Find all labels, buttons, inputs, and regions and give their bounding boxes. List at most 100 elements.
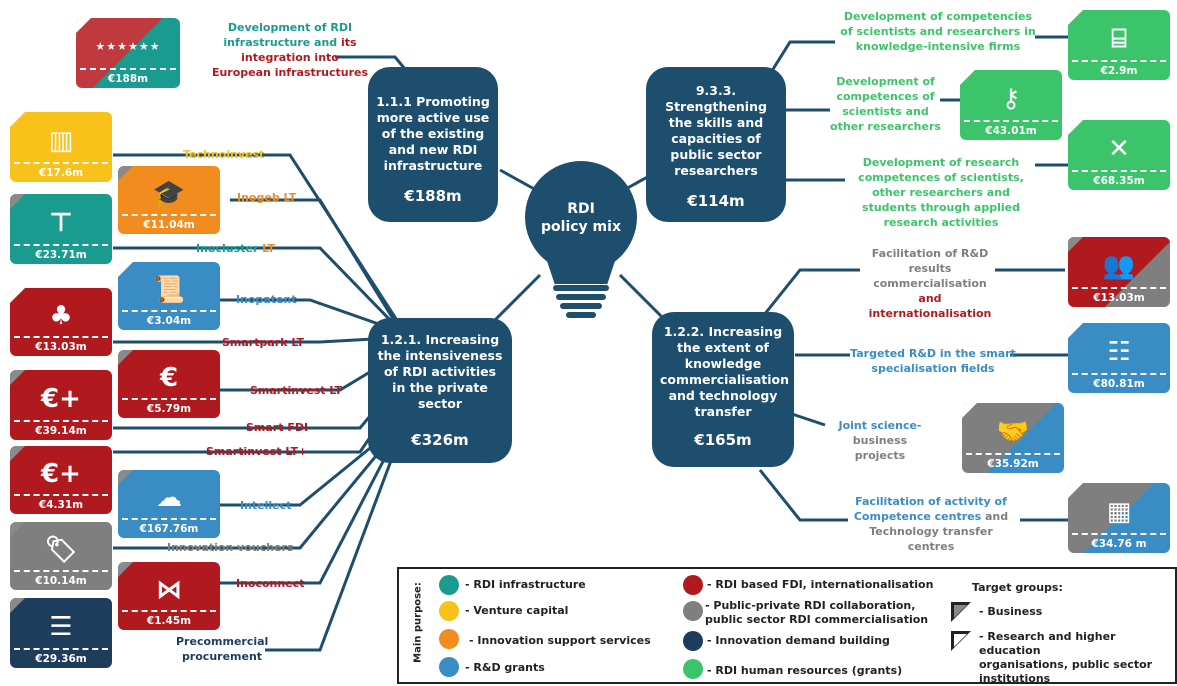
label-technoinvest: Technoinvest [183, 148, 265, 161]
business-corner [10, 194, 25, 209]
label-inogeb: Inogeb LT [237, 191, 297, 204]
card-amount: €43.01m [985, 125, 1037, 137]
label-part: internationalisation [868, 307, 992, 320]
card-rdi-infrastructure: ★★★★★★ €188m [76, 18, 180, 88]
legend-dot-fdi [683, 575, 703, 595]
card-amount: €10.14m [35, 575, 87, 587]
legend-dot-demand [683, 631, 703, 651]
card-amount: €167.76m [139, 523, 199, 535]
research-corner [1068, 483, 1083, 498]
business-corner [118, 562, 133, 577]
label-part: integration into European [211, 51, 339, 79]
card-r3: ✕ €68.35m [1068, 120, 1170, 190]
hub-title: 1.2.1. Increasing the intensiveness of R… [377, 332, 503, 411]
research-corner [960, 70, 975, 85]
label-smartinvest-plus: Smartinvest LT+ [206, 445, 308, 458]
business-corner [10, 370, 25, 385]
card-smartinvest-plus: €+ €4.31m [10, 446, 112, 514]
document-list-icon: ☷ [1107, 336, 1131, 367]
hub-amount: €326m [411, 431, 469, 449]
card-technoinvest: ▥ €17.6m [10, 112, 112, 182]
graduation-cap-icon: 🎓 [152, 178, 186, 209]
label-part: LT [262, 242, 275, 255]
research-corner [76, 18, 91, 33]
legend-research-a: - Research and higher education [979, 630, 1116, 657]
money-bag-plus-icon: €+ [41, 458, 81, 489]
label-inocluster: Inocluster LT [196, 241, 275, 256]
legend-support: - Innovation support services [469, 634, 651, 647]
card-smartfdi: €+ €39.14m [10, 370, 112, 440]
legend-research-b: organisations, public sector [979, 658, 1153, 671]
card-amount: €17.6m [38, 167, 84, 179]
hub-amount: €188m [404, 187, 462, 205]
label-part: and [918, 292, 942, 305]
lightbulb-icon [525, 161, 637, 318]
legend-dot-venture [439, 601, 459, 621]
scroll-icon: 📜 [152, 274, 186, 305]
label-smartfdi: Smart FDI [246, 421, 309, 434]
hub-9-3-3: 9.3.3. Strengthening the skills and capa… [646, 67, 786, 222]
eu-stars-icon: ★★★★★★ [95, 40, 161, 53]
label-part: infrastructures [274, 66, 369, 79]
card-amount: €188m [107, 73, 149, 85]
card-precommercial: ☰ €29.36m [10, 598, 112, 668]
card-amount: €4.31m [38, 499, 84, 511]
legend-dot-human [683, 659, 703, 679]
org-chart-icon: ⊤ [49, 207, 73, 238]
people-group-icon: 👥 [1102, 250, 1136, 281]
label-part: Inocluster [196, 242, 259, 255]
card-r2: ⚷ €43.01m [960, 70, 1062, 140]
label-facilitation: Facilitation of R&D results commercialis… [860, 246, 1000, 321]
legend-research: - Research and higher education organisa… [979, 630, 1175, 686]
card-amount: €3.04m [146, 315, 192, 327]
card-r1: ⌸ €2.9m [1068, 10, 1170, 80]
business-corner [118, 166, 133, 181]
hub-title: 9.3.3. Strengthening the skills and capa… [665, 83, 767, 178]
card-amount: €34.76 m [1091, 538, 1147, 550]
network-icon: ⋈ [156, 574, 182, 605]
legend-fdi: - RDI based FDI, internationalisation [707, 578, 934, 591]
research-corner [962, 403, 977, 418]
card-inocluster: ⊤ €23.71m [10, 194, 112, 264]
card-amount: €13.03m [35, 341, 87, 353]
card-amount: €11.04m [143, 219, 195, 231]
legend-infra: - RDI infrastructure [465, 578, 586, 591]
legend-main-purpose-text: Main purpose: [412, 582, 424, 663]
research-corner [1068, 120, 1083, 135]
card-amount: €23.71m [35, 249, 87, 261]
card-smartpark: ♣ €13.03m [10, 288, 112, 356]
tools-icon: ✕ [1108, 133, 1130, 164]
legend-dot-infra [439, 575, 459, 595]
legend-demand: - Innovation demand building [707, 634, 890, 647]
legend-dot-ppp [683, 601, 703, 621]
legend-venture: - Venture capital [465, 604, 569, 617]
business-corner [10, 522, 25, 537]
card-intellect: ☁ €167.76m [118, 470, 220, 538]
brain-icon: ☁ [156, 482, 182, 513]
card-inoconnect: ⋈ €1.45m [118, 562, 220, 630]
legend-dot-grants [439, 657, 459, 677]
research-corner [118, 262, 133, 277]
card-amount: €29.36m [35, 653, 87, 665]
hub-title: 1.2.2. Increasing the extent of knowledg… [660, 324, 790, 419]
card-amount: €35.92m [987, 458, 1039, 470]
card-amount: €80.81m [1093, 378, 1145, 390]
presentation-board-icon: ⌸ [1111, 23, 1127, 54]
label-intellect: Intellect [240, 499, 292, 512]
key-icon: ⚷ [1001, 83, 1021, 114]
research-corner [1068, 10, 1083, 25]
office-building-icon: ▦ [1106, 496, 1132, 527]
legend-dot-support [439, 629, 459, 649]
hub-title: 1.1.1 Promoting more active use of the e… [376, 94, 490, 173]
price-tag-icon: 🏷 [44, 534, 78, 565]
center-line1: RDI [567, 201, 595, 217]
card-smartinvest: € €5.79m [118, 350, 220, 418]
card-vouchers: 🏷 €10.14m [10, 522, 112, 590]
label-smartinvest: Smartinvest LT [250, 384, 343, 397]
label-inopatent: Inopatent [236, 293, 297, 306]
card-amount: €39.14m [35, 425, 87, 437]
legend-business: - Business [979, 605, 1043, 618]
label-dev-competences: Development of competences of scientists… [830, 75, 941, 133]
legend-target-groups: Target groups: [972, 581, 1063, 594]
card-r5: ☷ €80.81m [1068, 323, 1170, 393]
